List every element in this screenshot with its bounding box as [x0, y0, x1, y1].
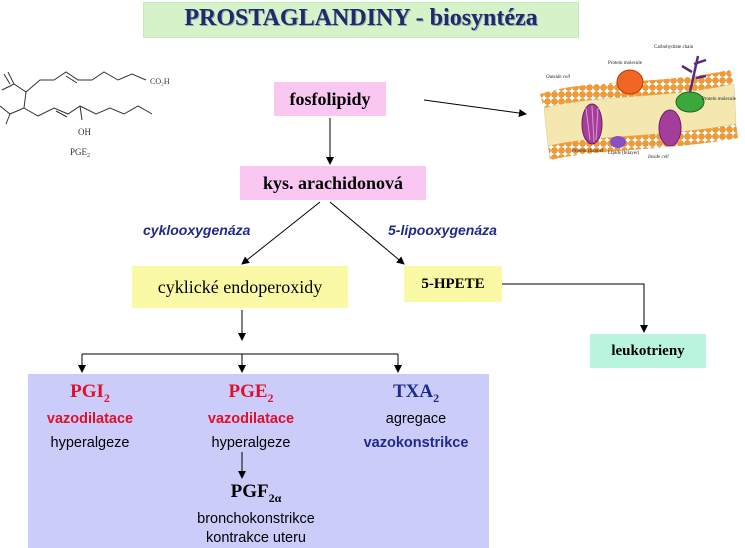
- pgf2a-name-sub: 2α: [268, 490, 282, 505]
- arrow-hpete-leukotrieny: [502, 283, 648, 333]
- molecule-name-sub: 2: [87, 153, 90, 159]
- membrane-label-4: Protein molecule: [702, 97, 737, 102]
- membrane-label-3: Outside cell: [546, 75, 571, 80]
- cell-membrane-image: Carbohydrate chain Protein molecule Outs…: [540, 45, 738, 160]
- node-5-hpete-label: 5-HPETE: [421, 275, 485, 292]
- txa2-effect-2: vazokonstrikce: [363, 434, 469, 451]
- molecule-name: PGE: [70, 147, 88, 157]
- pgi2-name: PGI: [70, 381, 104, 402]
- membrane-label-5: Protein channel: [572, 149, 604, 154]
- node-fosfolipidy: fosfolipidy: [274, 82, 386, 116]
- pge2-effect-2: hyperalgeze: [211, 434, 291, 451]
- node-5-hpete: 5-HPETE: [404, 266, 502, 302]
- node-leukotrieny-label: leukotrieny: [611, 342, 685, 359]
- arrow-lox: [329, 201, 405, 265]
- products-panel: [28, 374, 489, 548]
- pge2-name-sub: 2: [267, 390, 274, 405]
- pgf2a-effect-1: bronchokonstrikce: [197, 510, 315, 527]
- acid-label: CO₂H: [150, 77, 170, 86]
- product-txa2: TXA2 agregace vazokonstrikce: [354, 380, 478, 453]
- arrow-cox: [241, 201, 321, 265]
- pgi2-name-sub: 2: [103, 390, 110, 405]
- membrane-label-6: Lipids (bilayer): [608, 151, 640, 156]
- product-pgf2a: PGF2α bronchokonstrikce kontrakce uteru: [176, 480, 336, 548]
- title-box: PROSTAGLANDINY - biosyntéza: [143, 2, 579, 38]
- pgf2a-effect-2: kontrakce uteru: [206, 529, 306, 546]
- txa2-name-sub: 2: [433, 390, 440, 405]
- node-arachidonova-label: kys. arachidonová: [262, 172, 404, 193]
- txa2-effect-1: agregace: [385, 410, 447, 427]
- node-fosfolipidy-label: fosfolipidy: [289, 88, 371, 109]
- membrane-label-7: Inside cell: [647, 155, 669, 160]
- svg-text:PGE2: PGE2: [70, 147, 90, 159]
- node-leukotrieny: leukotrieny: [590, 334, 706, 368]
- pgi2-effect-2: hyperalgeze: [50, 434, 130, 451]
- product-pgi2: PGI2 vazodilatace hyperalgeze: [44, 380, 136, 453]
- node-endoperoxidy: cyklické endoperoxidy: [132, 266, 348, 308]
- node-endoperoxidy-label: cyklické endoperoxidy: [157, 276, 323, 297]
- oh-label: OH: [78, 127, 91, 137]
- membrane-label-1: Carbohydrate chain: [654, 45, 694, 50]
- page-title: PROSTAGLANDINY - biosyntéza: [184, 5, 538, 31]
- node-arachidonova: kys. arachidonová: [240, 166, 426, 200]
- pge2-structure-image: CO₂H OH PGE2: [0, 71, 170, 159]
- pge2-effect-1: vazodilatace: [207, 410, 295, 427]
- enzyme-lipooxygenaza: 5-lipooxygenáza: [388, 222, 497, 238]
- txa2-name: TXA: [392, 381, 434, 402]
- membrane-label-2: Protein molecule: [608, 61, 643, 66]
- product-pge2: PGE2 vazodilatace hyperalgeze: [196, 380, 306, 453]
- arrow-fosfolipidy-membrane: [423, 99, 527, 118]
- pge2-name: PGE: [228, 381, 268, 402]
- enzyme-cyklooxygenaza: cyklooxygenáza: [143, 222, 251, 238]
- pgi2-effect-1: vazodilatace: [46, 410, 134, 427]
- pgf2a-name: PGF: [230, 481, 269, 502]
